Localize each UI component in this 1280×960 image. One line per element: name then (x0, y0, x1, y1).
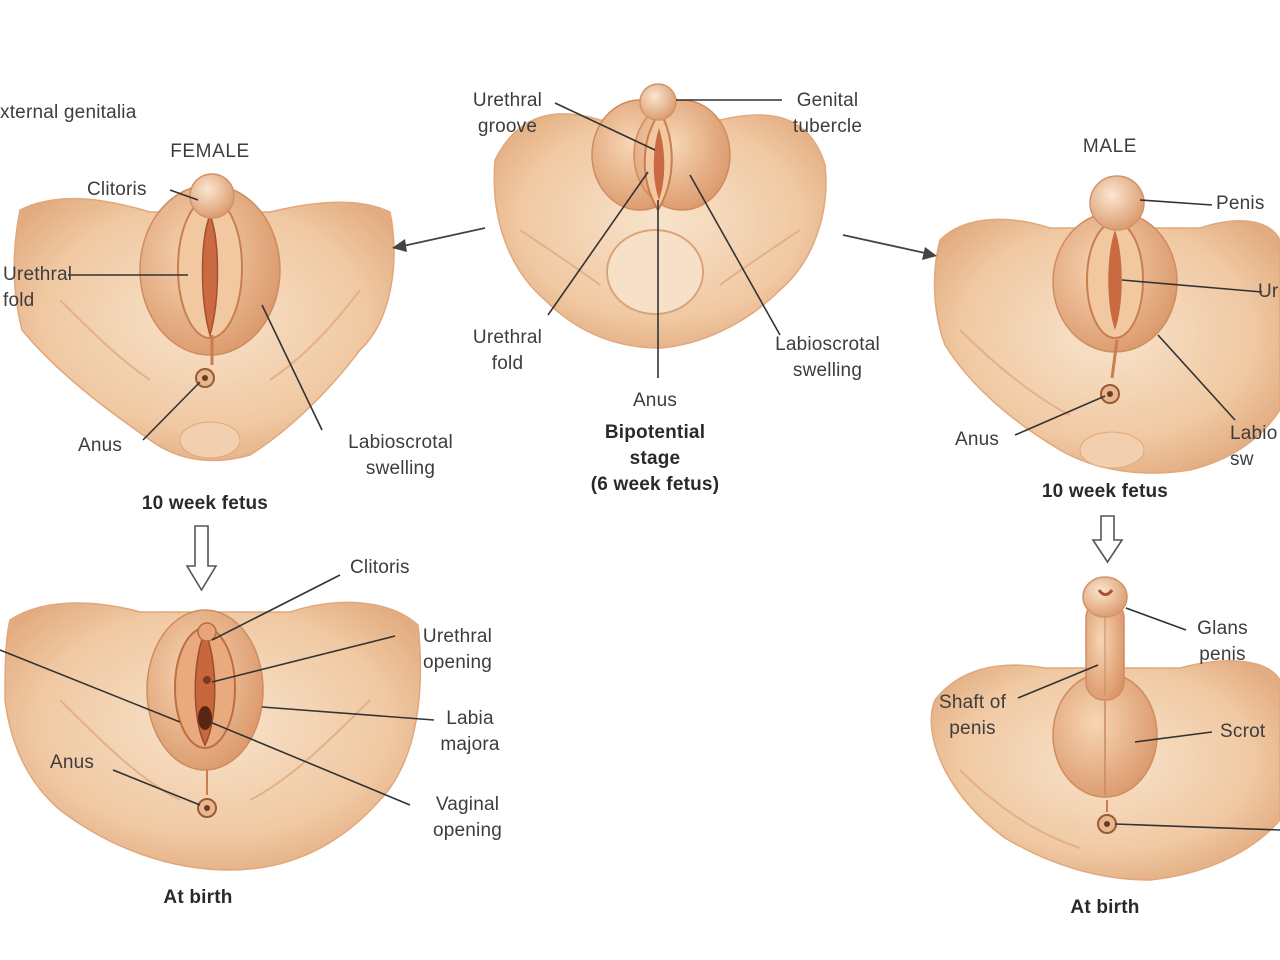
hollow-arrow-down-male-icon (1091, 515, 1124, 564)
bipotential-anal-membrane (606, 229, 704, 315)
corner-label: xternal genitalia (0, 102, 137, 123)
male-birth-scrotum-label: Scrot (1220, 721, 1266, 742)
bipotential-urethral-fold-label: Urethral fold (472, 327, 543, 374)
bipotential-genital-tubercle-label: Genital tubercle (792, 90, 863, 137)
bipotential-urethral-groove-label: Urethral groove (472, 90, 543, 137)
male-10-week-caption: 10 week fetus (1041, 481, 1169, 502)
female-10-week-clitoris (189, 173, 235, 219)
female-birth-clitoris-label: Clitoris (350, 557, 410, 578)
female-10-week-anus-label: Anus (78, 435, 123, 456)
female-10-week-labioscrotal-swelling-label: Labioscrotal swelling (348, 432, 453, 479)
male-birth-glans-label: Glans penis (1197, 618, 1248, 665)
female-birth-urethral-opening (203, 676, 211, 684)
female-10-week-urethral-fold-label: Urethral fold (3, 264, 73, 311)
female-birth-urethral-opening-label: Urethral opening (422, 626, 493, 673)
male-10-week-anus-label: Anus (955, 429, 1000, 450)
arrow-to-male-icon (842, 234, 937, 260)
female-birth-vaginal-opening (198, 706, 212, 730)
male-10-week-illustration (933, 175, 1280, 474)
female-birth-anus-label: Anus (50, 752, 95, 773)
male-birth-caption: At birth (1070, 897, 1140, 918)
male-10-week-penis-label: Penis (1216, 193, 1265, 214)
female-birth-labia-majora-label: Labia majora (440, 708, 500, 755)
female-10-week-clitoris-label: Clitoris (87, 179, 147, 200)
bipotential-anus-label: Anus (632, 390, 678, 411)
bipotential-genital-tubercle (639, 83, 677, 121)
bipotential-illustration (493, 83, 827, 349)
leader-lines (0, 99, 1280, 831)
male-birth-illustration (930, 576, 1280, 881)
female-birth-caption: At birth (163, 887, 233, 908)
bipotential-labioscrotal-swelling-label: Labioscrotal swelling (775, 334, 880, 381)
male-heading: MALE (1082, 136, 1138, 157)
hollow-arrow-down-female-icon (185, 525, 218, 592)
female-birth-illustration (4, 601, 422, 871)
stage-arrows (185, 227, 1124, 592)
female-birth-vaginal-opening-label: Vaginal opening (432, 794, 503, 841)
arrow-to-female-icon (392, 227, 486, 252)
female-10-week-illustration (13, 173, 395, 462)
female-10-week-caption: 10 week fetus (141, 493, 269, 514)
male-birth-shaft-label: Shaft of penis (938, 692, 1007, 739)
male-10-week-labioscrotal-label: Labio sw (1230, 423, 1278, 470)
female-birth-clitoris (197, 622, 217, 642)
bipotential-urethral-groove (653, 128, 665, 200)
bipotential-caption: Bipotential stage (6 week fetus) (590, 422, 720, 495)
female-heading: FEMALE (170, 141, 250, 162)
male-birth-glans (1082, 576, 1128, 618)
male-10-week-urethral-label: Ur (1258, 281, 1279, 302)
male-10-week-penis (1089, 175, 1145, 231)
